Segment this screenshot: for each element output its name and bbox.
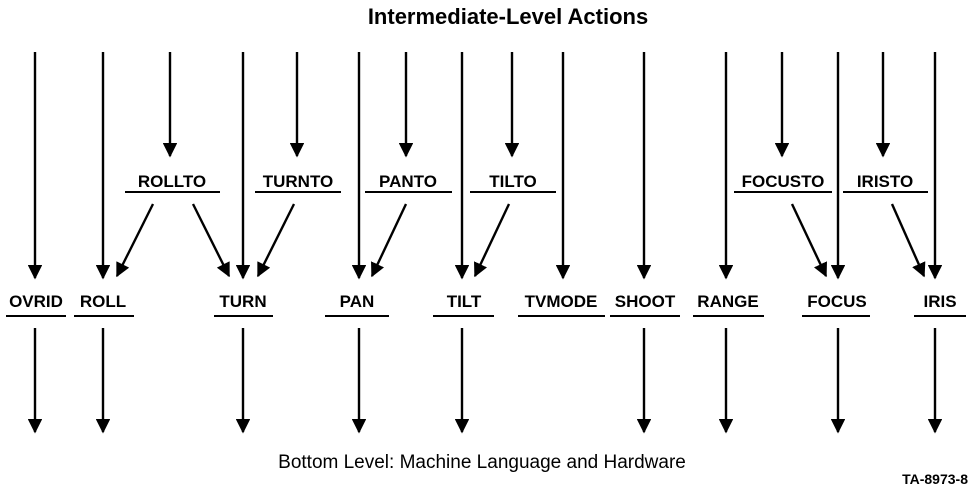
intermediate-label-tilto: TILTO (489, 172, 537, 191)
primitive-to-bottom-arrows (27, 328, 943, 434)
primitive-label-shoot: SHOOT (615, 292, 676, 311)
intermediate-label-focusto: FOCUSTO (742, 172, 825, 191)
bottom-level-caption: Bottom Level: Machine Language and Hardw… (278, 452, 686, 473)
arrow-tilto-to-tilt (473, 203, 511, 278)
intermediate-label-turnto: TURNTO (263, 172, 334, 191)
intermediate-to-primitive-arrows (115, 203, 926, 278)
arrow-rollto-to-turn (191, 203, 231, 278)
top-to-primitive-arrows (27, 52, 943, 280)
figure-id-label: TA-8973-8 (902, 471, 968, 487)
primitive-label-tilt: TILT (447, 292, 482, 311)
intermediate-label-iristo: IRISTO (857, 172, 913, 191)
primitive-label-focus: FOCUS (807, 292, 867, 311)
arrow-focusto-to-focus (790, 203, 828, 278)
primitive-label-pan: PAN (340, 292, 375, 311)
primitive-label-roll: ROLL (80, 292, 126, 311)
arrow-panto-to-pan (370, 203, 408, 278)
primitive-label-iris: IRIS (923, 292, 956, 311)
arrow-turnto-to-turn (256, 203, 296, 278)
intermediate-actions: ROLLTO TURNTO PANTO TILTO FOCUSTO IRISTO (125, 172, 928, 193)
primitive-label-tvmode: TVMODE (525, 292, 598, 311)
arrow-rollto-to-roll (115, 203, 155, 278)
diagram-title: Intermediate-Level Actions (368, 4, 648, 29)
arrow-iristo-to-iris (890, 203, 926, 278)
primitive-label-ovrid: OVRID (9, 292, 63, 311)
top-to-intermediate-arrows (162, 52, 891, 158)
primitive-label-range: RANGE (697, 292, 758, 311)
intermediate-label-rollto: ROLLTO (138, 172, 206, 191)
primitive-actions: OVRID ROLL TURN PAN TILT TVMODE SHOOT RA… (6, 292, 966, 317)
primitive-label-turn: TURN (219, 292, 266, 311)
intermediate-label-panto: PANTO (379, 172, 437, 191)
